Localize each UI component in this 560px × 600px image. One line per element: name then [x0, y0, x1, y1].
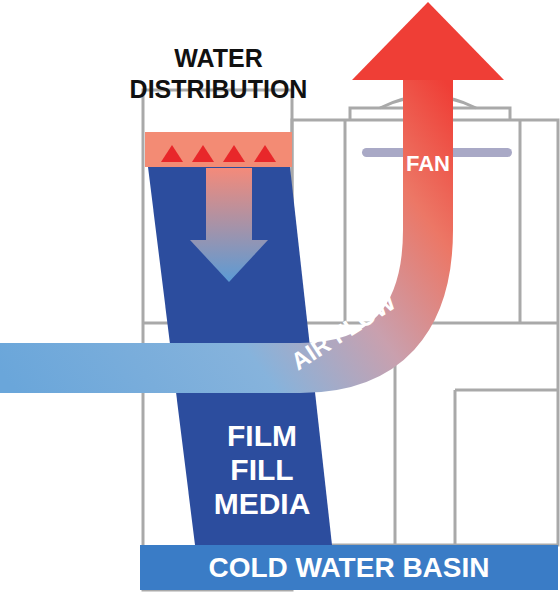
heading-text: WATER DISTRIBUTION — [100, 43, 337, 105]
spray-nozzles — [145, 132, 292, 167]
distribution-box: WATER DISTRIBUTION — [145, 132, 292, 167]
fan-label: FAN — [406, 153, 450, 175]
band-text: COLD WATER BASIN — [140, 545, 558, 590]
band-text: FILM FILL MEDIA — [203, 419, 321, 521]
basin-band: COLD WATER BASIN — [140, 545, 558, 590]
